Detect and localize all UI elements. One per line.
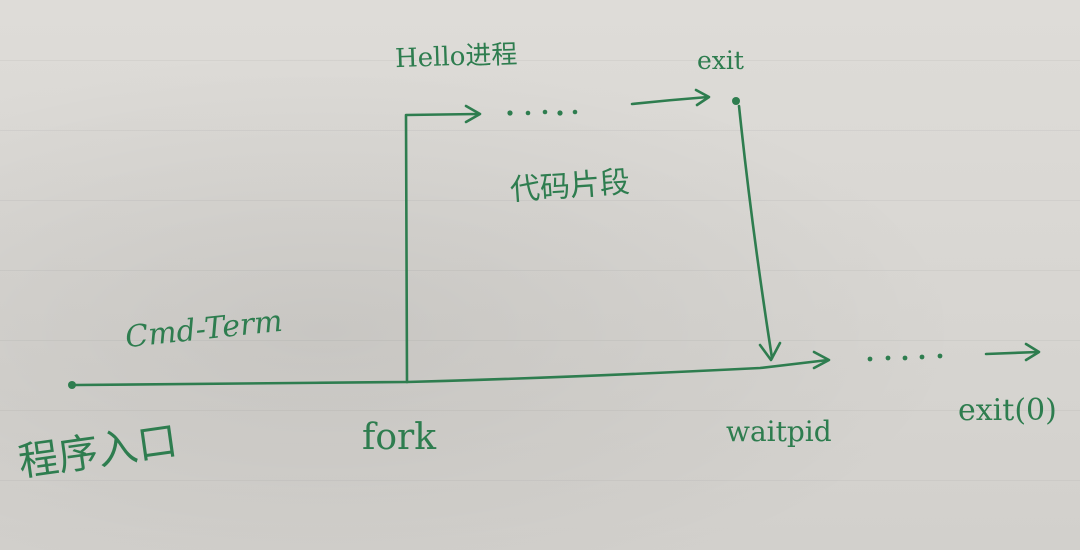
child-dot — [507, 110, 513, 116]
ruled-line — [0, 340, 1080, 341]
child-return-line — [737, 104, 774, 360]
child-dot — [525, 110, 531, 116]
child-exit-label: exit — [697, 46, 744, 75]
child-return-arrowhead — [758, 341, 782, 362]
fork-label: fork — [362, 417, 437, 458]
child-exit-arrow-line — [630, 95, 710, 106]
fork-branch-line — [404, 112, 480, 384]
child-code-label: 代码片段 — [508, 164, 632, 209]
parent-dot — [902, 355, 908, 361]
parent-exit-arrowhead — [1024, 342, 1041, 362]
child-dot — [572, 109, 578, 115]
fork-branch-arrowhead — [464, 104, 482, 124]
parent-timeline-line — [74, 358, 830, 387]
parent-dot — [885, 355, 891, 361]
waitpid-label: waitpid — [726, 415, 832, 448]
ruled-line — [0, 200, 1080, 201]
parent-dot — [867, 356, 873, 362]
start-dot — [68, 381, 76, 389]
child-dot — [542, 109, 548, 115]
ruled-line — [0, 60, 1080, 61]
ruled-line — [0, 410, 1080, 411]
child-exit-dot — [732, 97, 740, 105]
ruled-line — [0, 270, 1080, 271]
parent-exit-arrow-line — [984, 350, 1040, 356]
parent-dot — [919, 354, 925, 360]
child-dot — [557, 110, 563, 116]
child-exit-arrowhead — [694, 88, 711, 107]
parent-exit-label: exit(0) — [958, 393, 1057, 428]
child-process-label: Hello进程 — [394, 39, 518, 75]
parent-timeline-arrowhead — [812, 350, 831, 370]
ruled-line — [0, 130, 1080, 131]
ruled-line — [0, 480, 1080, 481]
parent-dot — [937, 353, 943, 359]
